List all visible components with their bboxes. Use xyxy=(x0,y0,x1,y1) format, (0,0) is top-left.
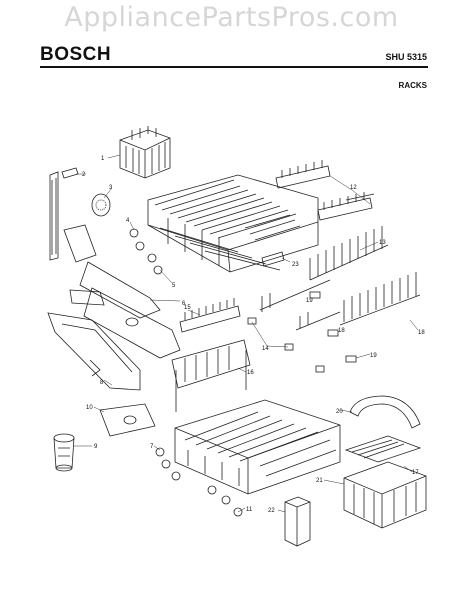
clips-19 xyxy=(309,291,357,363)
fold-tines-13 xyxy=(259,226,389,312)
callout-17: 17 xyxy=(412,470,419,476)
model-number: SHU 5315 xyxy=(385,52,427,62)
watermark: AppliancePartsPros.com xyxy=(64,2,399,33)
callout-11: 11 xyxy=(246,507,253,513)
rail-left xyxy=(49,167,79,261)
callout-19: 19 xyxy=(370,353,377,359)
callout-18: 18 xyxy=(418,330,425,336)
callout-4: 4 xyxy=(126,218,130,224)
callout-1: 1 xyxy=(101,156,105,162)
leader-lines xyxy=(74,154,419,513)
clips-14 xyxy=(247,317,325,373)
fold-tines-18 xyxy=(295,272,421,331)
wheel-part xyxy=(91,193,111,217)
lower-spray-arm xyxy=(47,312,141,391)
silverware-basket-large xyxy=(343,435,427,529)
silverware-basket-small xyxy=(119,126,171,179)
spray-arm-assembly xyxy=(63,224,181,359)
callout-7: 7 xyxy=(150,444,154,450)
caster-23 xyxy=(261,251,285,267)
callout-18b: 18 xyxy=(338,328,345,334)
callout-20: 20 xyxy=(336,409,343,415)
lower-rack-wheels xyxy=(155,447,243,517)
upper-rack-wheels xyxy=(129,228,163,275)
callout-12: 12 xyxy=(350,185,357,191)
callout-21: 21 xyxy=(316,478,323,484)
callout-19b: 19 xyxy=(306,298,313,304)
small-box xyxy=(284,496,311,547)
callout-15: 15 xyxy=(184,305,191,311)
callout-9: 9 xyxy=(94,444,98,450)
callout-labels: 1 2 3 4 5 6 8 9 10 11 12 13 14 15 16 17 … xyxy=(82,156,425,514)
callout-8: 8 xyxy=(100,380,104,386)
callout-16: 16 xyxy=(247,370,254,376)
callout-14: 14 xyxy=(262,346,269,352)
callout-10: 10 xyxy=(86,405,93,411)
callout-22: 22 xyxy=(268,508,275,514)
section-title: RACKS xyxy=(398,81,427,90)
callout-3: 3 xyxy=(109,185,113,191)
callout-6: 6 xyxy=(182,301,186,307)
callout-23: 23 xyxy=(292,262,299,268)
basket-handle xyxy=(349,395,421,429)
header-rule xyxy=(40,66,428,68)
callout-5: 5 xyxy=(172,283,176,289)
filter-cup xyxy=(53,433,75,472)
callout-2: 2 xyxy=(82,172,86,178)
lower-rack xyxy=(174,399,341,495)
brand-logo: BOSCH xyxy=(40,44,112,65)
cup-shelf xyxy=(171,339,251,412)
tine-row-middle xyxy=(179,298,241,333)
upper-rack xyxy=(147,174,319,273)
callout-13: 13 xyxy=(379,240,386,246)
filter-plate xyxy=(99,403,156,437)
